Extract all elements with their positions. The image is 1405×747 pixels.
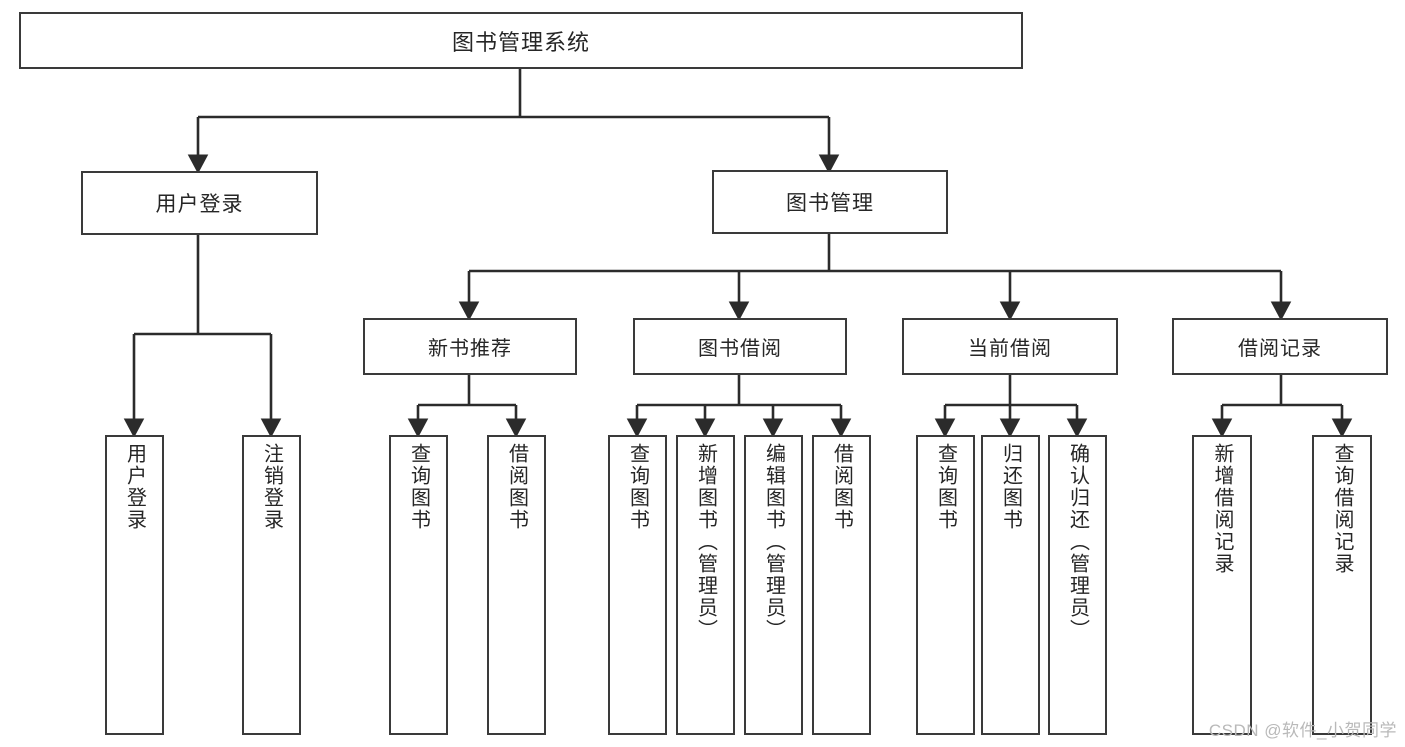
csdn-watermark: CSDN @软件_小贺同学 bbox=[1208, 721, 1397, 740]
leaf-label: 查询借阅记录 bbox=[1331, 443, 1353, 575]
node-root-system[interactable]: 图书管理系统 bbox=[19, 12, 1023, 69]
leaf-return-book[interactable]: 归还图书 bbox=[981, 435, 1040, 735]
leaf-query-borrow-record[interactable]: 查询借阅记录 bbox=[1312, 435, 1372, 735]
leaf-add-book-admin[interactable]: 新增图书（管理员） bbox=[676, 435, 735, 735]
leaf-edit-book-admin[interactable]: 编辑图书（管理员） bbox=[744, 435, 803, 735]
leaf-add-borrow-record[interactable]: 新增借阅记录 bbox=[1192, 435, 1252, 735]
node-current-borrow[interactable]: 当前借阅 bbox=[902, 318, 1118, 375]
leaf-label: 新增借阅记录 bbox=[1211, 443, 1233, 575]
node-book-borrow[interactable]: 图书借阅 bbox=[633, 318, 847, 375]
leaf-label: 确认归还（管理员） bbox=[1066, 443, 1089, 641]
leaf-label: 注销登录 bbox=[260, 443, 283, 531]
node-book-management[interactable]: 图书管理 bbox=[712, 170, 948, 234]
leaf-borrow-book[interactable]: 借阅图书 bbox=[812, 435, 871, 735]
node-borrow-record[interactable]: 借阅记录 bbox=[1172, 318, 1388, 375]
leaf-label: 归还图书 bbox=[999, 443, 1022, 531]
leaf-label: 编辑图书（管理员） bbox=[762, 443, 785, 641]
leaf-logout[interactable]: 注销登录 bbox=[242, 435, 301, 735]
leaf-query-book-newbook[interactable]: 查询图书 bbox=[389, 435, 448, 735]
leaf-label: 查询图书 bbox=[407, 443, 430, 531]
leaf-label: 借阅图书 bbox=[505, 443, 528, 531]
leaf-confirm-return-admin[interactable]: 确认归还（管理员） bbox=[1048, 435, 1107, 735]
leaf-query-book-borrow[interactable]: 查询图书 bbox=[608, 435, 667, 735]
leaf-label: 查询图书 bbox=[626, 443, 649, 531]
node-user-login[interactable]: 用户登录 bbox=[81, 171, 318, 235]
leaf-user-login[interactable]: 用户登录 bbox=[105, 435, 164, 735]
leaf-borrow-book-newbook[interactable]: 借阅图书 bbox=[487, 435, 546, 735]
leaf-label: 用户登录 bbox=[123, 443, 146, 531]
leaf-query-book-current[interactable]: 查询图书 bbox=[916, 435, 975, 735]
leaf-label: 查询图书 bbox=[934, 443, 957, 531]
node-new-book-recommend[interactable]: 新书推荐 bbox=[363, 318, 577, 375]
leaf-label: 借阅图书 bbox=[830, 443, 853, 531]
leaf-label: 新增图书（管理员） bbox=[694, 443, 717, 641]
